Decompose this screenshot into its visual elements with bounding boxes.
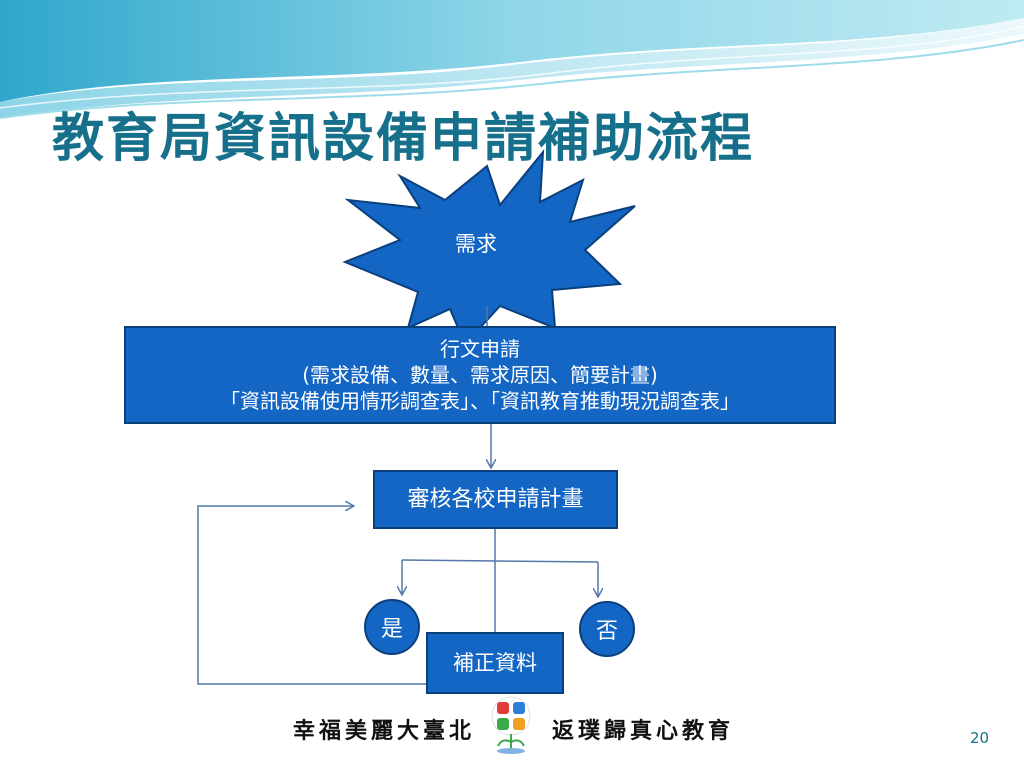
need-starburst-shape xyxy=(342,148,636,346)
footer-slogan-left: 幸福美麗大臺北 xyxy=(293,719,476,744)
review-plan-box: 審核各校申請計畫 xyxy=(373,470,618,529)
apply-line-3: 「資訊設備使用情形調查表」、「資訊教育推動現況調查表」 xyxy=(220,389,740,413)
page-number: 20 xyxy=(970,729,990,747)
taipei-education-logo-icon xyxy=(491,696,531,754)
connector-split-horizontal xyxy=(401,559,599,563)
need-starburst-label: 需求 xyxy=(455,232,497,256)
apply-line-2: (需求設備、數量、需求原因、簡要計畫) xyxy=(302,363,658,387)
yes-circle: 是 xyxy=(364,599,420,655)
connector-supplement-loop-back xyxy=(197,506,426,685)
apply-document-box: 行文申請 (需求設備、數量、需求原因、簡要計畫) 「資訊設備使用情形調查表」、「… xyxy=(124,326,836,424)
slide-title: 教育局資訊設備申請補助流程 xyxy=(52,109,755,169)
background-wave-decoration xyxy=(0,0,1024,119)
no-circle: 否 xyxy=(579,601,635,657)
supplement-data-box: 補正資料 xyxy=(426,632,564,694)
apply-line-1: 行文申請 xyxy=(440,337,520,361)
footer-slogan-right: 返璞歸真心教育 xyxy=(552,719,735,744)
